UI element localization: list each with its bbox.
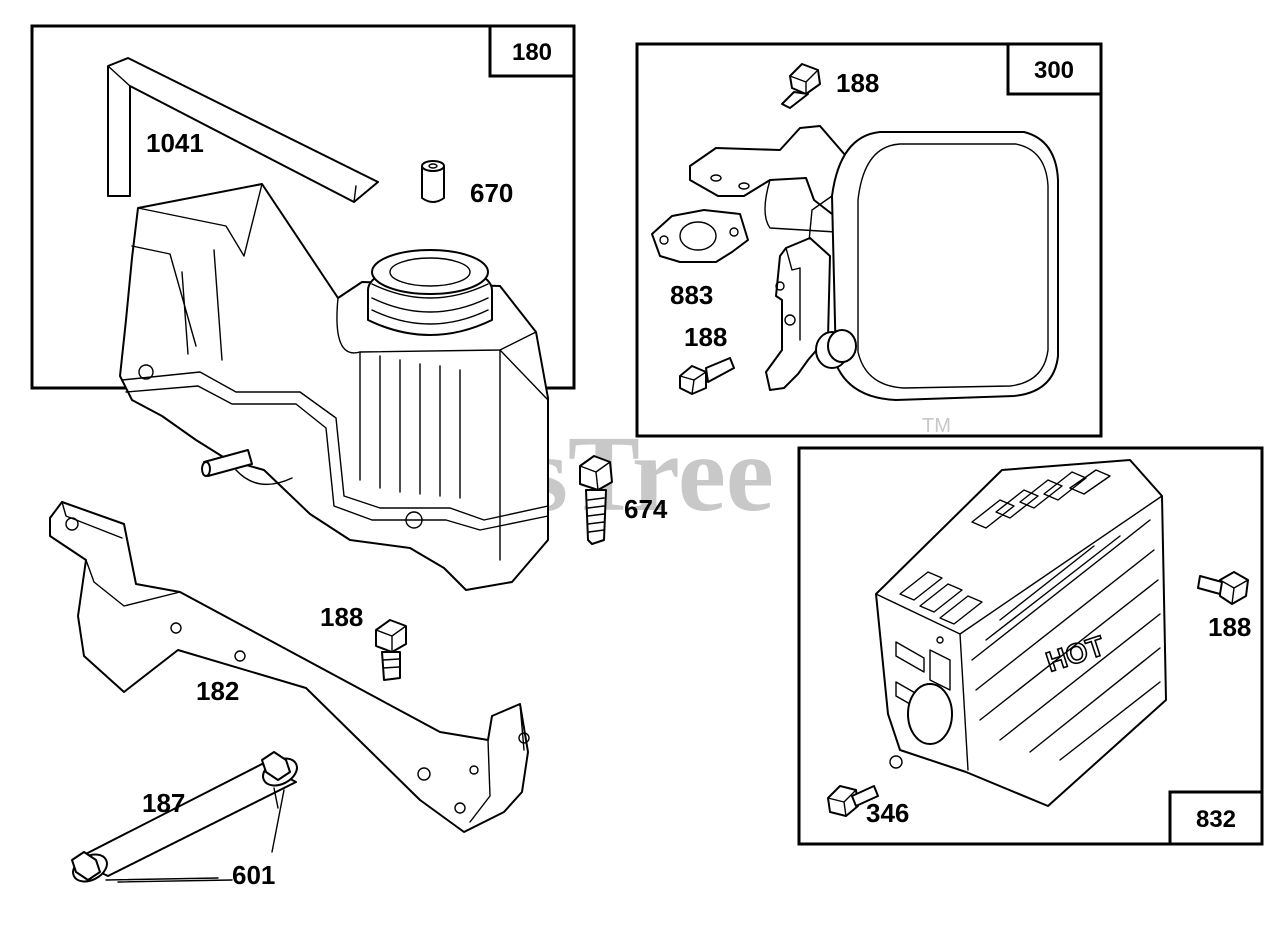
group-tag-832: 832 [1196, 806, 1236, 833]
fuel-tank-group-box: 180 [30, 24, 576, 390]
callout-labels: 1041 670 674 188 182 187 601 188 883 188… [142, 68, 1251, 890]
callout-601: 601 [232, 860, 275, 890]
muffler-group-box: 300 [635, 42, 1103, 438]
guard-screw-part [1197, 571, 1249, 605]
callout-187: 187 [142, 788, 185, 818]
callout-182: 182 [196, 676, 239, 706]
muffler-bottom-screw-part [679, 357, 735, 395]
callout-670: 670 [470, 178, 513, 208]
wire-link-part [107, 57, 379, 203]
group-tag-300: 300 [1034, 57, 1074, 84]
callout-346: 346 [866, 798, 909, 828]
callout-674: 674 [624, 494, 668, 524]
watermark-trademark: TM [922, 415, 951, 437]
callout-1041: 1041 [146, 128, 204, 158]
guard-mount-screw-part [827, 785, 879, 817]
clamp-part [71, 751, 291, 883]
callout-883: 883 [670, 280, 713, 310]
group-tag-180: 180 [512, 39, 552, 66]
muffler-part [689, 125, 1059, 401]
gasket-part [651, 209, 749, 263]
bracket-screw-part [375, 619, 407, 681]
long-screw-part [579, 455, 613, 545]
callout-188-guard: 188 [1208, 612, 1251, 642]
callout-188-bracket: 188 [320, 602, 363, 632]
spacer-part [421, 160, 445, 203]
muffler-guard-part: HOT [875, 459, 1167, 807]
callout-188-muffler-top: 188 [836, 68, 879, 98]
fuel-tank-part [119, 183, 549, 591]
bracket-part [49, 501, 530, 833]
muffler-top-screw-part [781, 63, 821, 109]
callout-188-muffler-bottom: 188 [684, 322, 727, 352]
muffler-guard-group-box: 832 [797, 446, 1264, 846]
